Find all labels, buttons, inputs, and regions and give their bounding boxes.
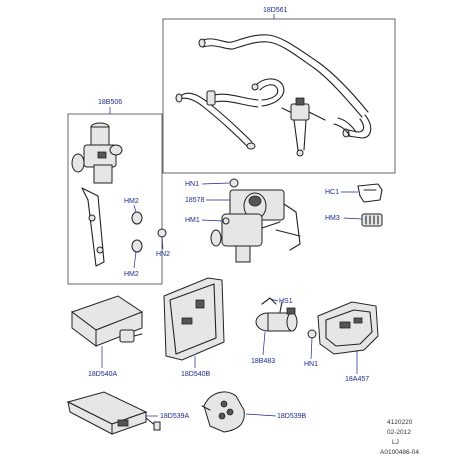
- hose-group-frame: [162, 18, 396, 174]
- label-HM2-top: HM2: [124, 198, 139, 205]
- pump-assembly: [210, 178, 301, 263]
- label-18D539A: 18D539A: [160, 413, 190, 420]
- label-HN2: HN2: [156, 251, 170, 258]
- hose-group: 18D561: [162, 7, 396, 174]
- module-box: [70, 295, 144, 347]
- valve-group: 18B506: [67, 99, 167, 285]
- label-HM3: HM3: [325, 215, 340, 222]
- grommet-top: [131, 211, 143, 225]
- label-18D540A: 18D540A: [88, 371, 118, 378]
- grommet-hm3: [361, 213, 383, 227]
- label-18A457: 18A457: [345, 376, 369, 383]
- label-18B506: 18B506: [98, 99, 122, 106]
- revision-date: 02-2012: [387, 429, 411, 436]
- label-18D540B: 18D540B: [181, 371, 211, 378]
- valve-group-frame: [67, 113, 163, 285]
- label-18D539B: 18D539B: [277, 413, 307, 420]
- ref-number: 4120220: [387, 419, 413, 426]
- label-HN1-bracket: HN1: [304, 361, 318, 368]
- small-pump: [255, 297, 298, 332]
- illustration-id: A0100486-04: [380, 449, 419, 456]
- remote-box: [66, 391, 161, 435]
- label-HM1: HM1: [185, 217, 200, 224]
- author-initials: LJ: [392, 439, 399, 446]
- label-HC1: HC1: [325, 189, 339, 196]
- label-HM2-bottom: HM2: [124, 271, 139, 278]
- grommet-bottom: [131, 239, 143, 253]
- clip-hc1: [357, 183, 383, 203]
- module-plate: [163, 277, 225, 361]
- key-fob: [201, 391, 245, 433]
- label-HN1-valve: HN1: [185, 181, 199, 188]
- bracket-18a457: [307, 301, 379, 355]
- label-18D561: 18D561: [263, 7, 288, 14]
- label-18578: 18578: [185, 197, 205, 204]
- nut: [157, 228, 167, 238]
- label-18B483: 18B483: [251, 358, 275, 365]
- label-HS1: HS1: [279, 298, 293, 305]
